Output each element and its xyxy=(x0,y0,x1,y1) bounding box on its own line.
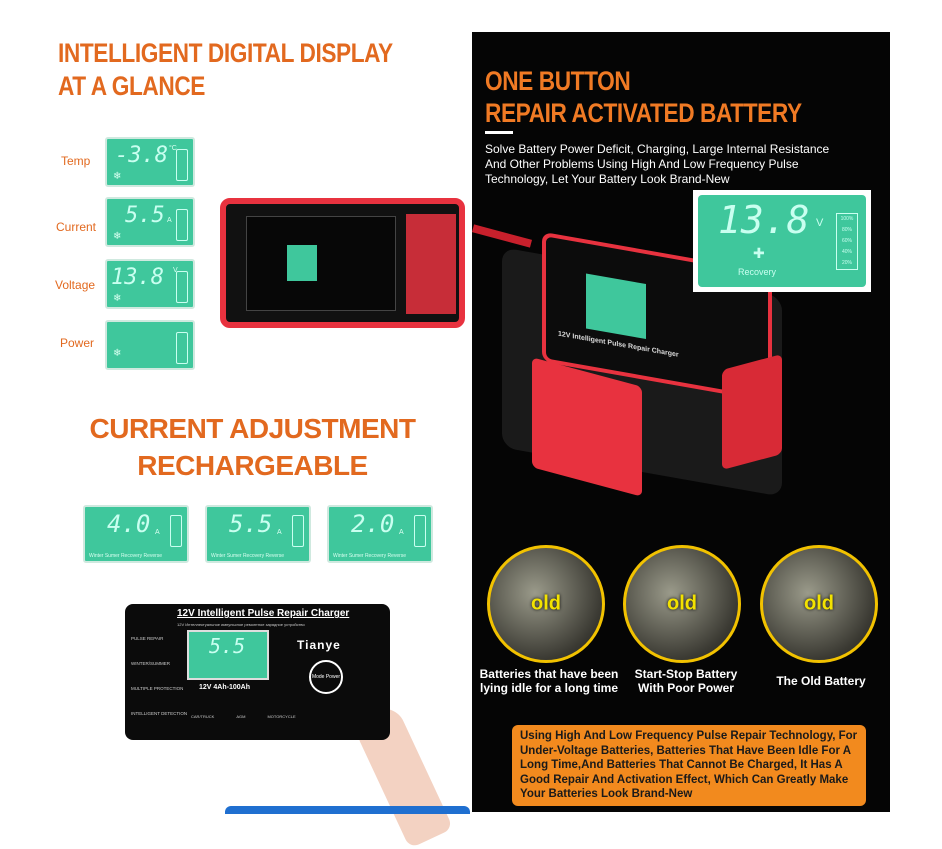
description: Solve Battery Power Deficit, Charging, L… xyxy=(485,142,830,186)
circle-caption: The Old Battery xyxy=(776,674,866,688)
heading-line: INTELLIGENT DIGITAL DISPLAY xyxy=(58,38,393,68)
lcd-modes: Winter Sumer Recovery Reverse xyxy=(333,553,407,559)
mode-item: CAR/TRUCK xyxy=(191,714,215,719)
mode-button-label: Mode Power xyxy=(311,673,341,680)
battery-icon xyxy=(176,271,188,303)
heading-line: REPAIR ACTIVATED BATTERY xyxy=(485,98,802,128)
panel-lcd: 5.5 xyxy=(187,630,269,680)
lcd-value: 5.5 xyxy=(229,510,273,538)
lcd-unit: A xyxy=(277,529,282,536)
level: 60% xyxy=(841,238,852,244)
lcd-value: 13.8 xyxy=(111,265,164,290)
level: 20% xyxy=(841,260,852,266)
heading-line: AT A GLANCE xyxy=(58,71,205,101)
level: 100% xyxy=(840,216,854,222)
lcd-value: 5.5 xyxy=(209,634,246,658)
mode-item: MOTORCYCLE xyxy=(267,714,296,719)
snowflake-icon: ❄ xyxy=(113,348,122,359)
heading-current: CURRENT ADJUSTMENT RECHARGEABLE xyxy=(40,410,465,484)
current-lcd-4a: 4.0 A Winter Sumer Recovery Reverse xyxy=(83,505,189,563)
lcd-value: -3.8 xyxy=(115,143,168,168)
battery-icon xyxy=(292,515,304,547)
battery-level-icon: 100% 80% 60% 40% 20% xyxy=(836,213,858,270)
lcd-modes: Winter Sumer Recovery Reverse xyxy=(211,553,285,559)
lcd-unit: °C xyxy=(169,145,177,152)
level: 40% xyxy=(841,249,852,255)
battery-icon xyxy=(176,332,188,364)
feature-list: PULSE REPAIR WINTER/SUMMER MULTIPLE PROT… xyxy=(131,626,188,726)
panel-title: 12V Intelligent Pulse Repair Charger xyxy=(177,608,350,619)
lcd-value: 5.5 xyxy=(125,203,165,228)
charger-lcd xyxy=(287,245,317,281)
recovery-icon: ✚ xyxy=(753,245,765,261)
blue-bar xyxy=(225,806,470,814)
footer-note: Using High And Low Frequency Pulse Repai… xyxy=(512,725,866,806)
lcd-unit: V xyxy=(173,267,178,274)
right-panel: ONE BUTTON REPAIR ACTIVATED BATTERY Solv… xyxy=(472,32,890,812)
inset-value: 13.8 xyxy=(718,198,810,242)
lcd-unit: A xyxy=(399,529,404,536)
charger-label: 12V Intelligent Pulse Repair Charger xyxy=(558,330,679,359)
inset-unit: V xyxy=(816,217,824,229)
panel-subtitle: 12V Интеллектуальное импульсное ремонтно… xyxy=(177,622,305,627)
lcd-unit: A xyxy=(155,529,160,536)
feature-item: PULSE REPAIR xyxy=(131,636,164,641)
battery-icon xyxy=(414,515,426,547)
charger-image xyxy=(220,198,465,328)
heading-line: RECHARGEABLE xyxy=(137,450,368,481)
inset-mode: Recovery xyxy=(738,267,777,277)
circle-caption: Start-Stop Battery With Poor Power xyxy=(634,667,738,695)
current-lcd: 5.5 A ❄ xyxy=(105,197,195,247)
lcd-modes: Winter Sumer Recovery Reverse xyxy=(89,553,163,559)
voltage-lcd: 13.8 V ❄ xyxy=(105,259,195,309)
circle-caption: Batteries that have been lying idle for … xyxy=(479,667,619,695)
snowflake-icon: ❄ xyxy=(113,231,122,242)
temp-lcd: -3.8 °C ❄ xyxy=(105,137,195,187)
feature-item: WINTER/SUMMER xyxy=(131,661,170,666)
current-label: Current xyxy=(56,220,97,234)
old-battery-circle-2: old xyxy=(623,545,741,663)
mode-button[interactable]: Mode Power xyxy=(309,660,343,694)
current-lcd-2a: 2.0 A Winter Sumer Recovery Reverse xyxy=(327,505,433,563)
voltage-label: Voltage xyxy=(55,278,96,292)
charger-face xyxy=(246,216,396,311)
panel-spec: 12V 4Ah-100Ah xyxy=(199,684,250,691)
charger-side xyxy=(406,214,456,314)
old-badge: old xyxy=(667,592,697,615)
slide-indicator xyxy=(485,131,513,134)
level: 80% xyxy=(841,227,852,233)
charger-front-panel: 12V Intelligent Pulse Repair Charger 12V… xyxy=(125,604,390,740)
heading-line: CURRENT ADJUSTMENT xyxy=(89,413,416,444)
heading-line: ONE BUTTON xyxy=(485,66,631,96)
brand-logo: Tianye xyxy=(297,638,341,652)
feature-item: INTELLIGENT DETECTION xyxy=(131,711,188,716)
old-badge: old xyxy=(804,592,834,615)
lcd-value: 4.0 xyxy=(107,510,151,538)
mode-item: AGM xyxy=(236,714,246,719)
power-label: Power xyxy=(60,336,95,350)
lcd-value: 2.0 xyxy=(351,510,395,538)
power-lcd: ❄ xyxy=(105,320,195,370)
snowflake-icon: ❄ xyxy=(113,171,122,182)
old-badge: old xyxy=(531,592,561,615)
feature-item: MULTIPLE PROTECTION xyxy=(131,686,184,691)
lcd-unit: A xyxy=(167,217,172,224)
old-battery-circle-1: old xyxy=(487,545,605,663)
snowflake-icon: ❄ xyxy=(113,293,122,304)
mode-list: CAR/TRUCK AGM MOTORCYCLE xyxy=(191,714,296,719)
battery-icon xyxy=(176,209,188,241)
heading-display: INTELLIGENT DIGITAL DISPLAY AT A GLANCE xyxy=(58,37,457,103)
battery-icon xyxy=(176,149,188,181)
current-lcd-5a: 5.5 A Winter Sumer Recovery Reverse xyxy=(205,505,311,563)
battery-icon xyxy=(170,515,182,547)
temp-label: Temp xyxy=(61,154,91,168)
old-battery-circle-3: old xyxy=(760,545,878,663)
lcd-inset: 13.8 V ✚ Recovery 100% 80% 60% 40% 20% xyxy=(693,190,871,292)
heading-repair: ONE BUTTON REPAIR ACTIVATED BATTERY xyxy=(485,65,862,129)
